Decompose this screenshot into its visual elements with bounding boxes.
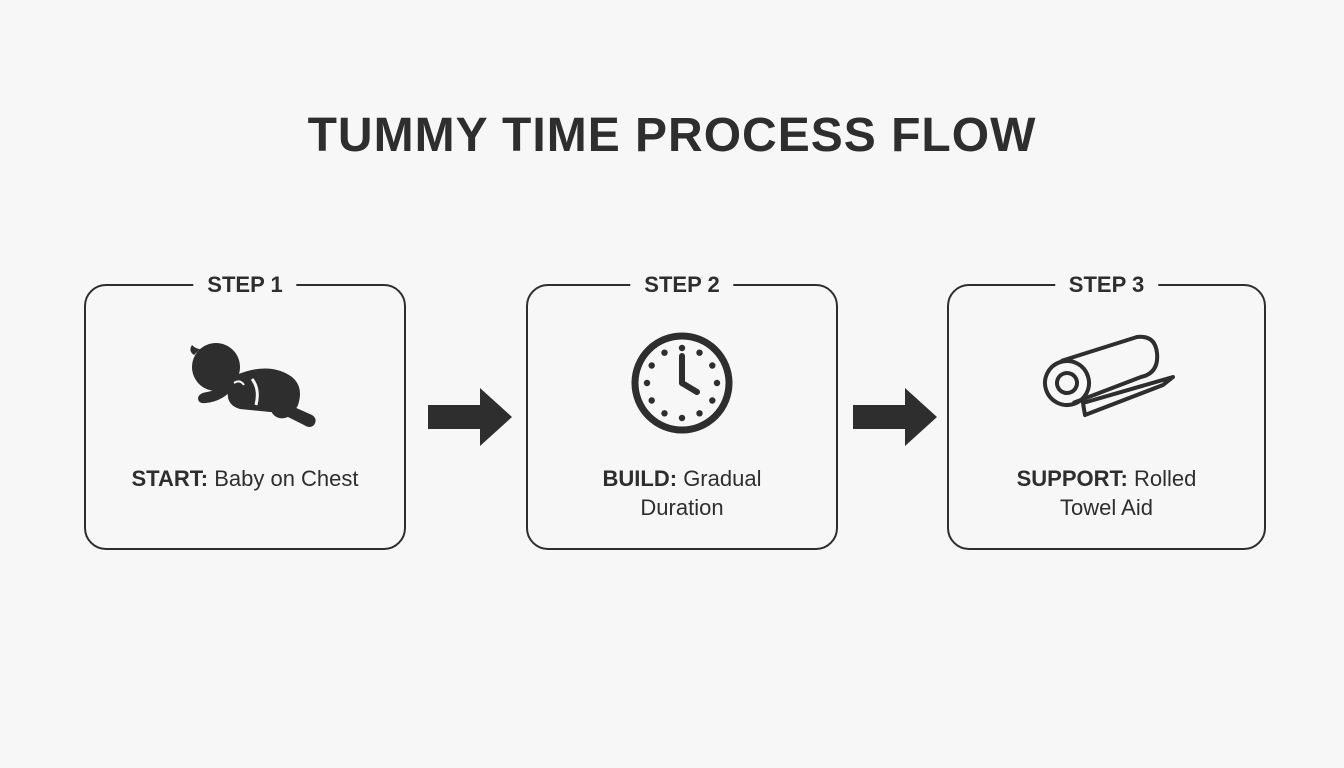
step-3-caption-line1: Rolled [1134,466,1197,491]
rolled-towel-icon [1032,328,1182,438]
step-2-label: STEP 2 [630,271,734,299]
step-3-caption: SUPPORT: Rolled Towel Aid [949,464,1264,522]
step-1-card: STEP 1 START: Baby on Chest [84,271,406,550]
step-3-label: STEP 3 [1054,271,1159,299]
step-2-caption-bold: BUILD: [602,466,678,491]
step-3-caption-bold: SUPPORT: [1016,466,1128,491]
arrow-right-icon [428,388,512,446]
step-3-caption-line2: Towel Aid [1060,495,1153,520]
arrow-right-icon [853,388,937,446]
step-1-label: STEP 1 [193,271,297,299]
clock-icon [607,328,757,438]
page-title: TUMMY TIME PROCESS FLOW [307,109,1037,162]
crawling-baby-icon [170,328,320,438]
step-3-card: STEP 3 SUPPORT: Rolled Towel Aid [947,271,1266,550]
step-2-caption-line2: Duration [640,495,724,520]
step-1-caption: START: Baby on Chest [86,464,404,493]
step-1-caption-text: Baby on Chest [214,466,359,491]
step-2-card: STEP 2 BUILD: Gradual [526,271,838,550]
step-2-caption: BUILD: Gradual Duration [528,464,836,522]
step-2-caption-line1: Gradual [683,466,762,491]
step-1-caption-bold: START: [131,466,209,491]
